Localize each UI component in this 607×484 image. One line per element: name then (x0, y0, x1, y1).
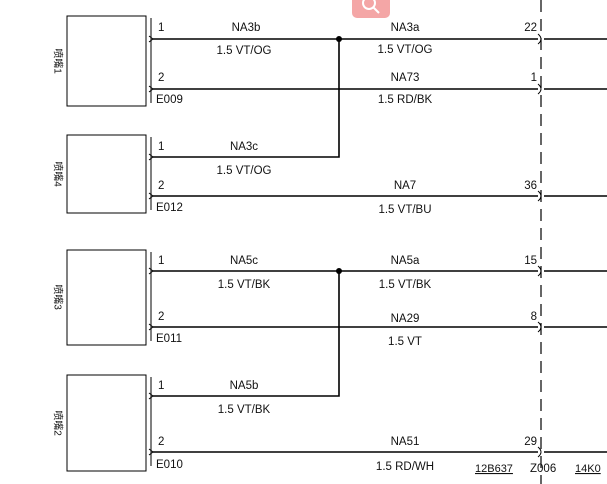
wire-right-name: NA3a (391, 22, 420, 34)
pin-number: 2 (158, 436, 164, 448)
wire-left-spec: 1.5 VT/OG (217, 165, 272, 177)
wire-right-name: NA51 (391, 436, 420, 448)
wire-right-spec: 1.5 RD/WH (376, 461, 434, 473)
reference-link-2[interactable]: 14K0 (575, 463, 601, 475)
splice-dot (336, 36, 342, 42)
footer-connector-label: Z006 (530, 463, 556, 475)
connector-label: E010 (156, 459, 183, 471)
wire-na7: 2 NA7 1.5 VT/BU 36 (153, 180, 607, 216)
component-name: 喷嘴2 (51, 410, 63, 436)
end-pin-number: 15 (524, 255, 537, 267)
wire-right-name: NA29 (391, 313, 420, 325)
wire-left-spec: 1.5 VT/OG (217, 45, 272, 57)
wire-left-name: NA3c (230, 141, 258, 153)
wire-na5: 1 NA5c 1.5 VT/BK NA5a 1.5 VT/BK 15 (153, 255, 607, 291)
component-box (66, 249, 147, 346)
connector-label: E009 (156, 94, 183, 106)
wire-end-cap (537, 190, 542, 202)
wire-right-spec: 1.5 VT/OG (378, 44, 433, 56)
connector-label: E011 (156, 333, 182, 345)
wire-na51: 2 NA51 1.5 RD/WH 29 (153, 436, 607, 473)
reference-link-1[interactable]: 12B637 (475, 463, 513, 475)
pin-number: 1 (158, 141, 164, 153)
wire-left-spec: 1.5 VT/BK (218, 279, 271, 291)
wire-end-cap (537, 83, 542, 95)
component-name: 喷嘴1 (51, 48, 63, 74)
end-pin-number: 8 (531, 311, 537, 323)
wire-right-spec: 1.5 VT/BK (379, 279, 432, 291)
end-pin-number: 22 (524, 22, 537, 34)
wire-end-cap (537, 33, 542, 45)
wire-end-cap (537, 321, 542, 333)
component-injector-3: 喷嘴3 E011 (51, 249, 182, 346)
component-injector-1: 喷嘴1 E009 (51, 15, 183, 107)
component-name: 喷嘴3 (51, 284, 63, 310)
component-box (66, 134, 147, 214)
end-pin-number: 36 (524, 180, 537, 192)
component-box (66, 15, 147, 107)
component-box (66, 374, 147, 472)
wire-right-spec: 1.5 RD/BK (378, 94, 433, 106)
wire-left-name: NA5b (230, 380, 259, 392)
wire-left-name: NA3b (232, 22, 261, 34)
wire-right-name: NA7 (394, 180, 416, 192)
pin-number: 1 (158, 255, 164, 267)
wire-right-spec: 1.5 VT/BU (378, 204, 431, 216)
wire-left-name: NA5c (230, 255, 258, 267)
wire-line (153, 39, 340, 158)
pin-number: 1 (158, 22, 164, 34)
pin-number: 2 (158, 311, 164, 323)
wire-right-name: NA73 (391, 72, 420, 84)
pin-number: 1 (158, 380, 164, 392)
wire-right-name: NA5a (391, 255, 420, 267)
wire-left-spec: 1.5 VT/BK (218, 404, 271, 416)
search-overlay-button[interactable] (352, 0, 390, 18)
pin-number: 2 (158, 180, 164, 192)
wire-na5b: 1 NA5b 1.5 VT/BK (153, 268, 342, 416)
wire-na29: 2 NA29 1.5 VT 8 (153, 311, 607, 348)
search-icon (362, 0, 380, 14)
wire-end-cap (537, 265, 542, 277)
end-pin-number: 29 (524, 436, 537, 448)
wire-na3c: 1 NA3c 1.5 VT/OG (153, 36, 342, 177)
end-pin-number: 1 (531, 72, 537, 84)
component-injector-4: 喷嘴4 E012 (51, 134, 183, 214)
splice-dot (336, 268, 342, 274)
wire-line (153, 271, 340, 397)
pin-number: 2 (158, 72, 164, 84)
component-name: 喷嘴4 (51, 161, 63, 187)
connector-label: E012 (156, 202, 183, 214)
footer-references: 12B637 Z006 14K0 (475, 463, 601, 475)
wire-na3: 1 NA3b 1.5 VT/OG NA3a 1.5 VT/OG 22 (153, 22, 607, 57)
wire-right-spec: 1.5 VT (388, 336, 422, 348)
component-injector-2: 喷嘴2 E010 (51, 374, 183, 472)
wire-end-cap (537, 446, 542, 458)
wire-na73: 2 NA73 1.5 RD/BK 1 (153, 72, 607, 106)
